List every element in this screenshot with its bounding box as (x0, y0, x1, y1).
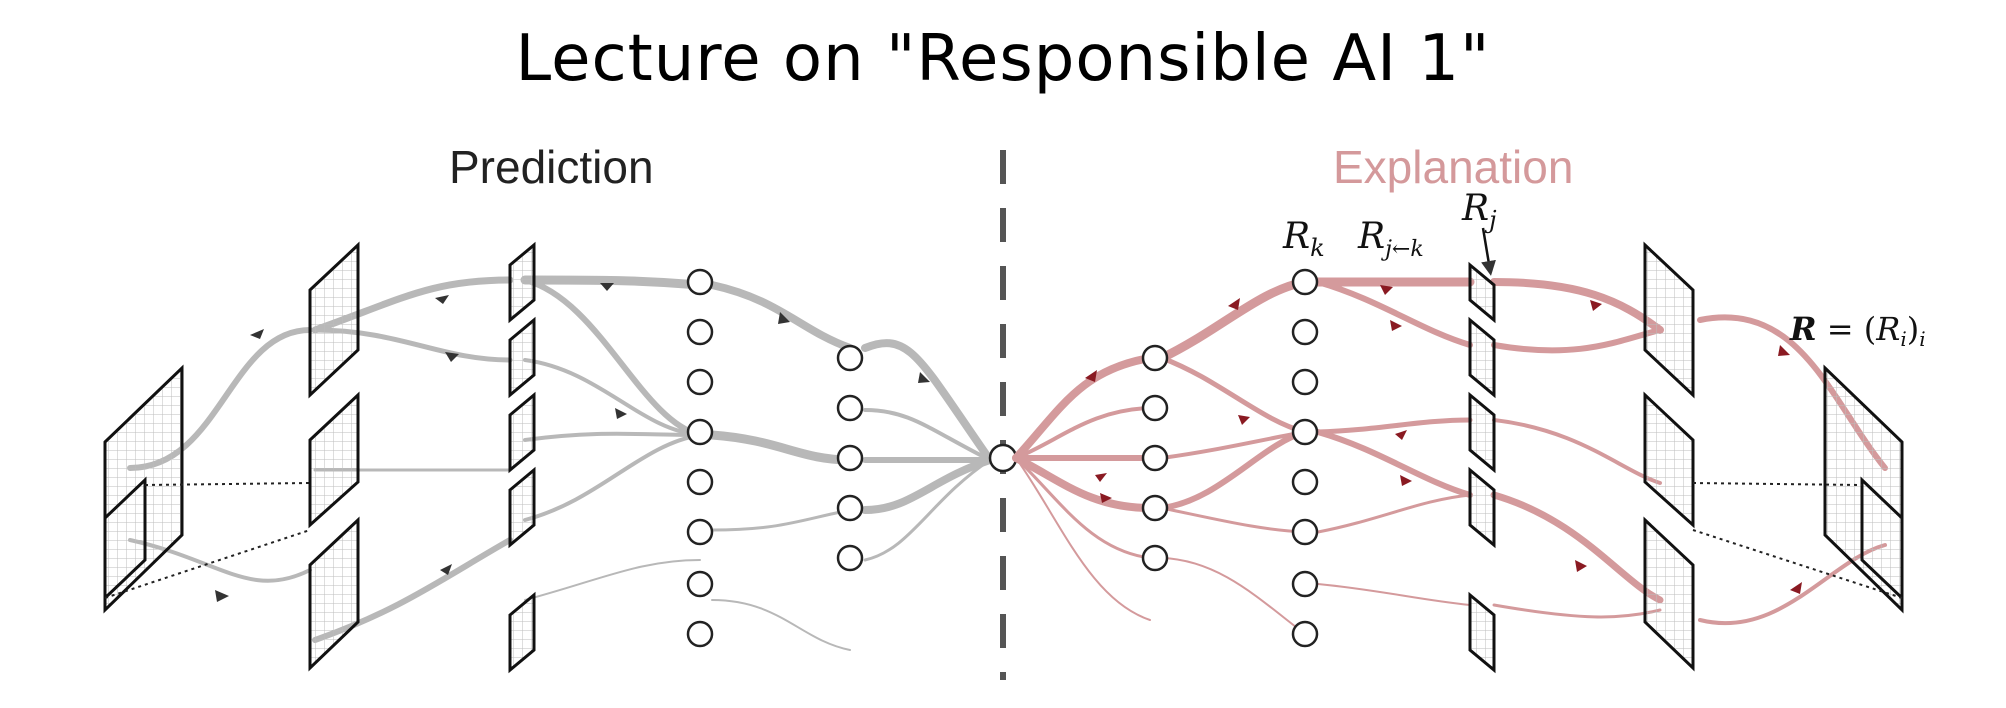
prediction-layer1-maps (308, 241, 360, 672)
explanation-label: Explanation (1333, 141, 1574, 193)
prediction-arrows (215, 283, 930, 602)
input-image-left (103, 364, 311, 614)
prediction-neurons-col2 (836, 344, 864, 572)
rj-label: Rj (1461, 188, 1497, 234)
explanation-arrows (1085, 285, 1802, 594)
explanation-neurons-col2 (1291, 268, 1319, 648)
prediction-label: Prediction (449, 141, 654, 193)
page-title: Lecture on "Responsible AI 1" (515, 22, 1491, 96)
explanation-layer1-maps (1643, 241, 1695, 672)
prediction-neurons-col1 (686, 268, 714, 648)
relevance-vector-label: R = (Ri)i (1789, 310, 1926, 351)
explanation-neurons-col1 (1141, 344, 1169, 572)
explanation-layer2-maps (1468, 261, 1496, 674)
relevance-heatmap (1692, 364, 1904, 614)
rk-label: Rk (1282, 216, 1325, 262)
rj-pointer (1481, 227, 1496, 276)
rjk-label: Rj←k (1357, 216, 1424, 262)
prediction-layer2-maps (508, 241, 536, 674)
